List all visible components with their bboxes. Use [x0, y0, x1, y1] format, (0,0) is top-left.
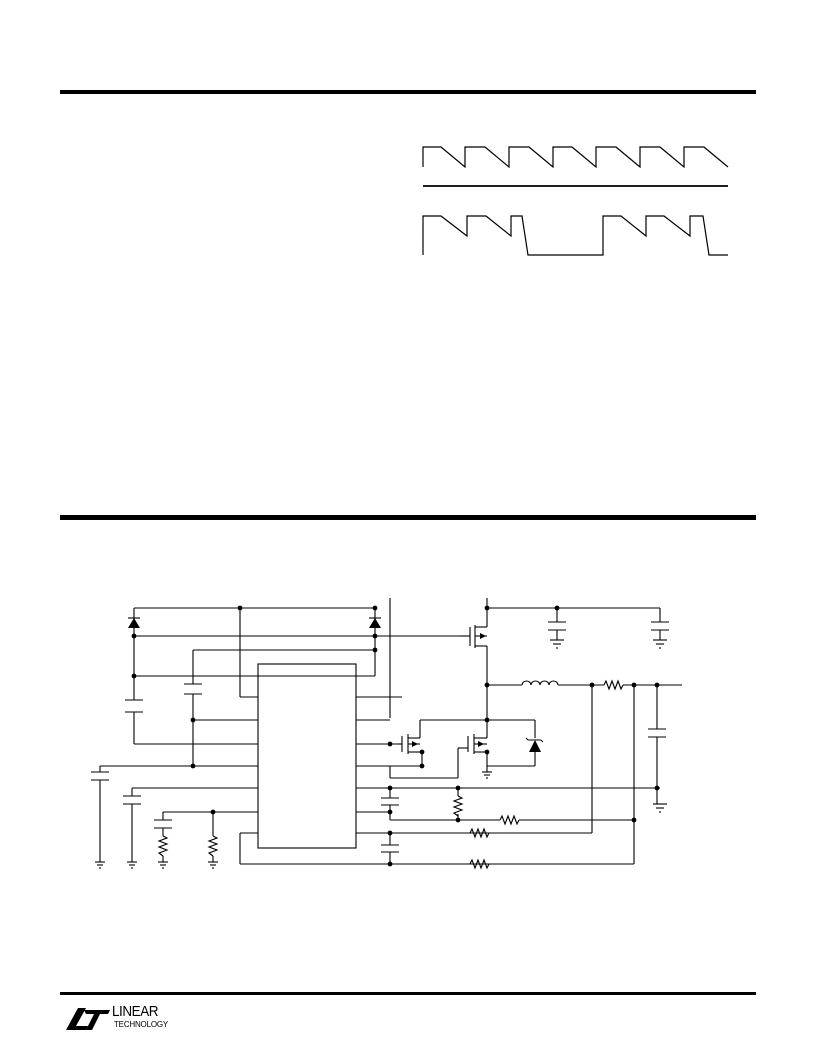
sense-resistor	[603, 679, 624, 691]
resistor-r2	[207, 835, 219, 857]
resistor-fb1	[499, 814, 520, 826]
ground-symbols	[95, 639, 667, 869]
resistor-r1	[157, 835, 169, 857]
footer-rule	[60, 992, 756, 995]
header-rule	[60, 90, 756, 94]
waveform-burst	[422, 215, 728, 256]
inductor	[521, 680, 559, 686]
junction-dots	[131, 605, 660, 867]
resistor-sense1	[469, 827, 490, 839]
waveform-continuous	[422, 146, 729, 169]
p-mosfet	[460, 625, 488, 685]
diode-2	[369, 618, 381, 628]
controller-ic	[257, 663, 357, 849]
logo-word-technology: TECHNOLOGY	[114, 1020, 169, 1029]
resistor-sense2	[469, 858, 490, 870]
schottky-diode	[529, 740, 541, 752]
resistor-fb2	[452, 795, 464, 817]
section-rule	[60, 515, 756, 520]
diode-1	[128, 618, 140, 628]
logo-word-linear: LINEAR	[112, 1003, 159, 1020]
